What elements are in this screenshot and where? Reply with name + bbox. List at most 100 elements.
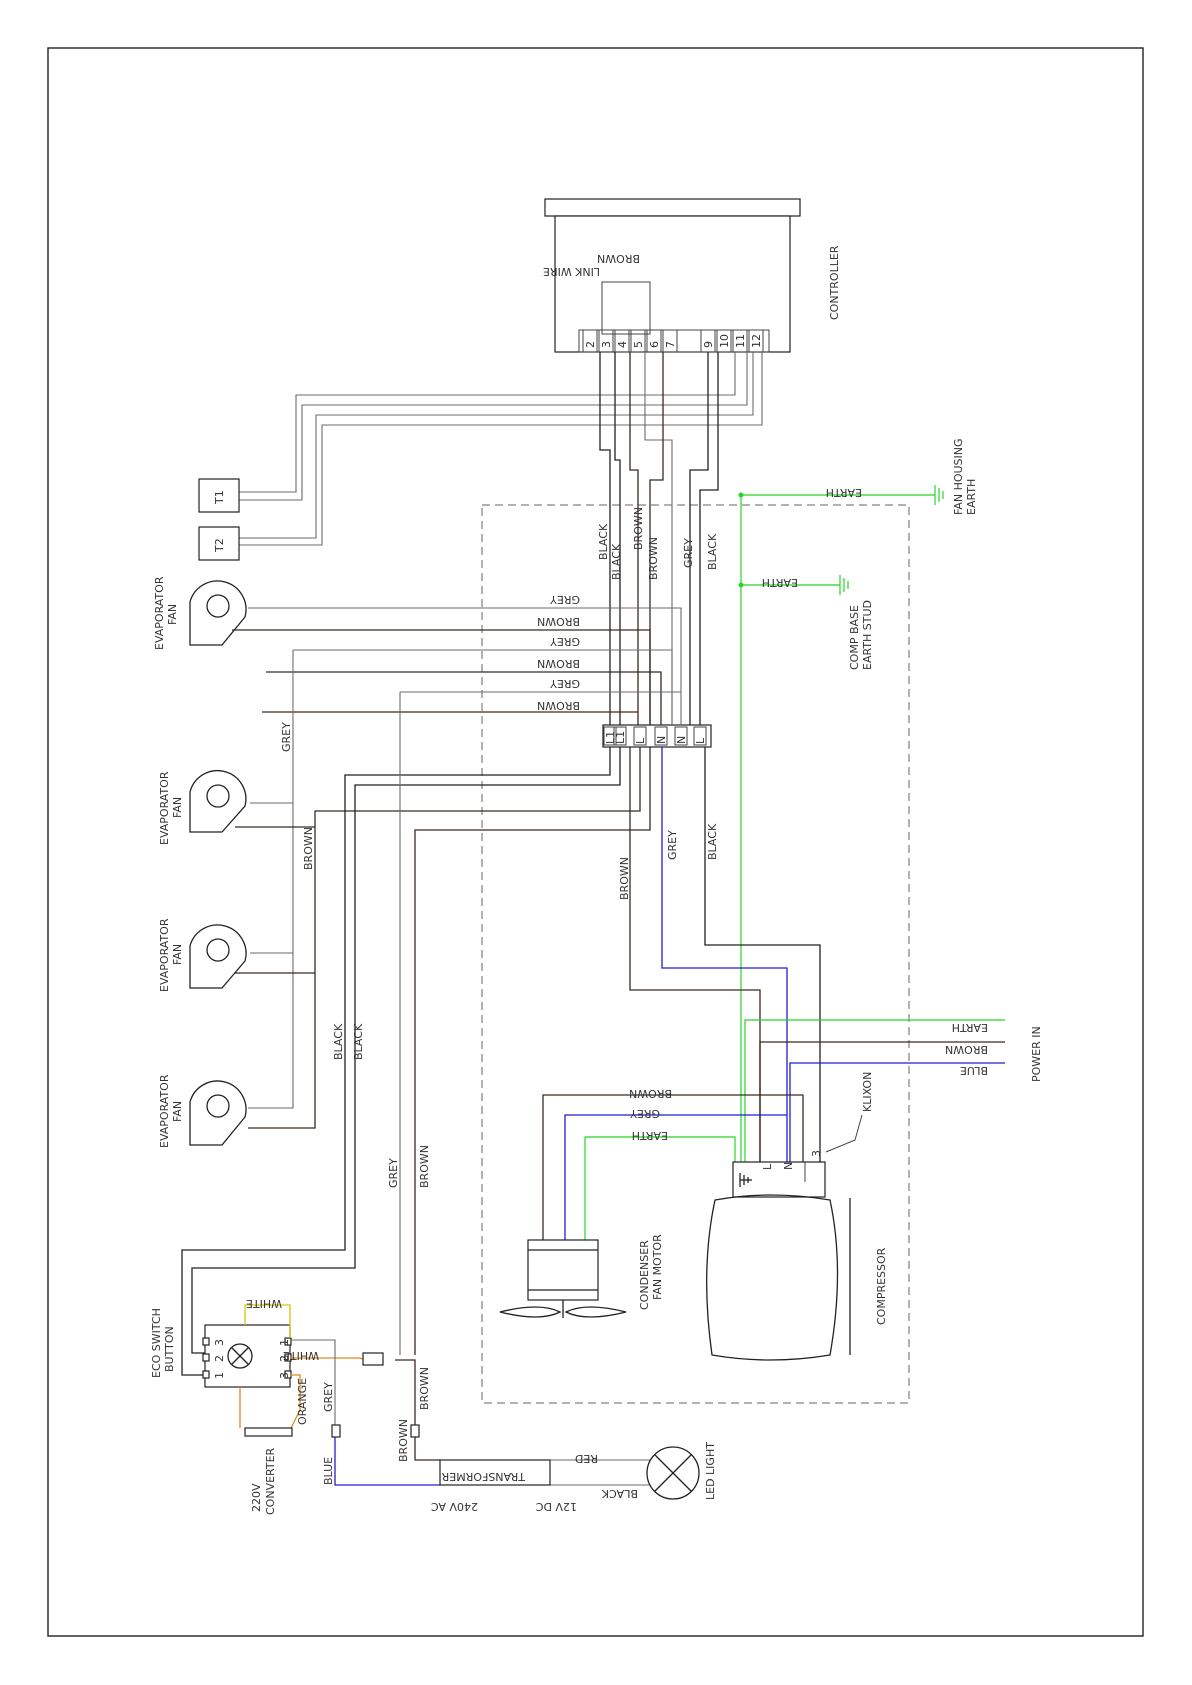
terminal-block-label: L — [694, 737, 707, 744]
compressor — [706, 1161, 851, 1361]
dc-label: 12V DC — [536, 1500, 577, 1513]
power-in-wires — [744, 1019, 1005, 1162]
label-brown-fans: BROWN — [302, 827, 315, 870]
transformer-label: TRANSFORMER — [441, 1470, 526, 1483]
fan-2-label-1: EVAPORATOR — [158, 771, 171, 845]
eco-pin-label: 1 — [213, 1372, 226, 1379]
link-wire-color-label: BROWN — [597, 252, 640, 265]
connector-brown — [410, 1424, 420, 1438]
label-grey-light: GREY — [387, 1158, 400, 1188]
label-grey-fans: GREY — [280, 722, 293, 752]
controller-terminal-cell — [630, 329, 646, 353]
terminal-block-label: L1 — [614, 731, 627, 744]
link-wire-label: LINK WIRE — [543, 265, 600, 278]
cond-brown-label: BROWN — [629, 1087, 672, 1100]
klixon-label: KLIXON — [861, 1072, 874, 1112]
condenser-fan-motor — [499, 1239, 627, 1318]
sensor-t1-label: T1 — [213, 490, 226, 505]
earth-label-top: EARTH — [826, 486, 862, 499]
label-black-eco-2: BLACK — [352, 1023, 365, 1060]
led-light-icon — [646, 1446, 700, 1500]
connector-grey — [331, 1424, 341, 1438]
controller-terminal-cell — [716, 329, 732, 353]
black-label-light: BLACK — [601, 1487, 638, 1500]
controller-terminal-cell — [582, 329, 598, 353]
eco-pin-label: 1 — [278, 1339, 291, 1346]
controller-terminal-cell — [662, 329, 678, 353]
controller-terminal-cell — [614, 329, 630, 353]
blue-label-light: BLUE — [322, 1457, 335, 1485]
fan-housing-earth-label-1: FAN HOUSING — [952, 438, 965, 515]
label-black-eco-1: BLACK — [332, 1023, 345, 1060]
earth-wires — [738, 492, 935, 1165]
power-earth-label: EARTH — [952, 1021, 988, 1034]
terminal-block-label: L — [634, 737, 647, 744]
label-black-1: BLACK — [597, 523, 610, 560]
controller-terminal-cell — [598, 329, 614, 353]
label-brown-1: BROWN — [632, 507, 645, 550]
controller-terminal-label: 4 — [616, 341, 629, 348]
power-brown-label: BROWN — [945, 1043, 988, 1056]
eco-orange-label: ORANGE — [296, 1378, 309, 1425]
klixon-leader — [825, 1114, 863, 1153]
controller-label: CONTROLLER — [828, 245, 841, 320]
earth-symbol-icon — [739, 1173, 752, 1187]
controller-terminal-label: 11 — [734, 334, 747, 348]
fan-4-label-2: FAN — [171, 1101, 184, 1122]
eco-switch-wires — [239, 1304, 416, 1431]
eco-switch-label-2: BUTTON — [163, 1326, 176, 1372]
compressor-terminal-l: L — [761, 1163, 774, 1170]
label-brown-a: BROWN — [537, 615, 580, 628]
eco-switch-label-1: ECO SWITCH — [150, 1308, 163, 1378]
label-grey-a: GREY — [550, 593, 580, 606]
light-circuit-wires — [334, 1437, 650, 1486]
controller-terminal-label: 3 — [600, 341, 613, 348]
eco-pin-label: 2 — [278, 1355, 291, 1362]
evaporator-fan-1 — [189, 580, 247, 646]
fan-1-label-2: FAN — [166, 604, 179, 625]
label-brown-c: BROWN — [537, 699, 580, 712]
comp-base-earth-label-1: COMP BASE — [848, 605, 861, 670]
light-supply-wires — [399, 692, 651, 1355]
sensor-t1 — [198, 478, 240, 513]
terminal-block-cell — [654, 726, 668, 746]
controller-terminal-label: 6 — [648, 341, 661, 348]
led-light-label: LED LIGHT — [704, 1442, 717, 1500]
label-grey-1: GREY — [682, 538, 695, 568]
compressor-terminal-3: 3 — [810, 1150, 823, 1157]
earth-label-mid: EARTH — [762, 576, 798, 589]
terminal-block — [602, 724, 712, 748]
sensor-t2-label: T2 — [213, 538, 226, 553]
controller-terminal-label: 9 — [702, 341, 715, 348]
wire-connector — [362, 1352, 384, 1366]
terminal-block-label: N — [675, 736, 688, 744]
eco-pin-label: 2 — [213, 1355, 226, 1362]
controller-terminal-label: 2 — [584, 341, 597, 348]
eco-black-wires — [181, 747, 621, 1376]
brown-label-light: BROWN — [397, 1419, 410, 1462]
converter-label-1: 220V — [250, 1483, 263, 1512]
controller-terminal-cell — [646, 329, 662, 353]
label-grey-c: GREY — [550, 677, 580, 690]
condenser-label-1: CONDENSER — [638, 1240, 651, 1310]
terminal-block-cell — [603, 726, 617, 746]
controller-terminal-label: 10 — [718, 334, 731, 348]
converter-220v — [244, 1427, 293, 1437]
label-grey-comp: GREY — [666, 830, 679, 860]
eco-grey-label: GREY — [322, 1382, 335, 1412]
comp-base-earth-icon — [839, 575, 849, 595]
evaporator-fan-2 — [189, 769, 247, 833]
controller-terminal-cell — [732, 329, 748, 353]
fan-2-label-2: FAN — [171, 797, 184, 818]
cond-earth-label: EARTH — [632, 1129, 668, 1142]
eco-switch-button — [204, 1324, 291, 1388]
label-black-comp: BLACK — [706, 823, 719, 860]
controller-terminal-label: 5 — [632, 341, 645, 348]
terminal-block-cell — [613, 726, 627, 746]
evaporator-fan-3 — [189, 924, 247, 989]
label-black-3: BLACK — [706, 533, 719, 570]
eco-pin-label: 3 — [278, 1372, 291, 1379]
